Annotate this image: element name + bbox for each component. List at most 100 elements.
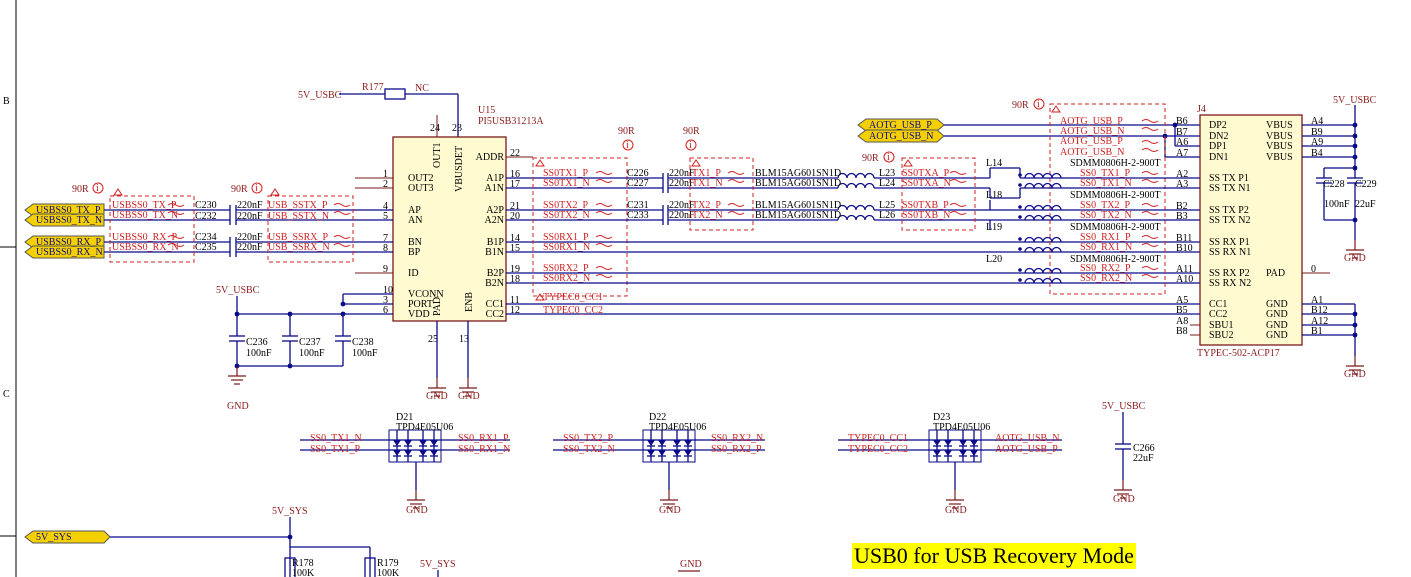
u15-pin-name: A1P — [486, 173, 504, 184]
j4-pin-name: GND — [1266, 299, 1288, 310]
choke-wires — [989, 167, 1200, 230]
d21-part: TPD4E05U06 — [396, 422, 453, 433]
u15-pin-num: 19 — [510, 264, 520, 275]
u15-pin-num: 21 — [510, 201, 520, 212]
d22-ref: D22 — [649, 412, 666, 423]
gnd-label: GND — [1344, 369, 1366, 380]
j4-pin-name: DN1 — [1209, 152, 1228, 163]
j4-pin-name: SS RX N1 — [1209, 247, 1251, 258]
svg-text:i: i — [887, 152, 890, 163]
net-ss0-tx1-p: SS0_TX1_P — [1080, 168, 1130, 179]
choke-l20-ref: L20 — [986, 254, 1002, 265]
u15-pin-num: 9 — [383, 264, 388, 275]
u15-pin-name: CC1 — [486, 299, 504, 310]
net-ss0-rx2-n: SS0_RX2_N — [1080, 273, 1132, 284]
c237-ref: C237 — [299, 337, 321, 348]
d23-net-l1: TYPEC0_CC1 — [848, 433, 908, 444]
net-ss0txb-p: SS0TXB_P — [902, 200, 949, 211]
j4-pin-name: SBU1 — [1209, 320, 1233, 331]
svg-text:i: i — [255, 183, 258, 194]
u15-pin-num: 14 — [510, 233, 520, 244]
d22-part: TPD4E05U06 — [649, 422, 706, 433]
usb2-net-flags — [857, 118, 945, 143]
net-ss0rx1-n: SS0RX1_N — [543, 242, 590, 253]
impedance-90r: 90R — [72, 184, 89, 195]
u15-ref: U15 — [478, 105, 495, 116]
cap-c235-ref: C235 — [195, 242, 217, 253]
net-usbss0-rx-n: USBSS0_RX_N — [112, 242, 179, 253]
diff-pair-box — [901, 157, 976, 231]
u15-part: PI5USB31213A — [478, 116, 544, 127]
left-diff-wires — [104, 205, 355, 257]
d23-net-l2: TYPEC0_CC2 — [848, 444, 908, 455]
u15-pin-name: AN — [408, 215, 422, 226]
ferrite-l24 — [837, 182, 875, 189]
j4-pin-num: A10 — [1176, 274, 1193, 285]
svg-text:i: i — [1037, 99, 1040, 110]
d22-net-l1: SS0_TX2_P — [563, 433, 613, 444]
j4-body — [1199, 114, 1303, 346]
u15-pin-name: B1N — [485, 247, 504, 258]
u15-left-wires — [237, 177, 393, 315]
u15-pin-name: VCONN — [408, 289, 444, 300]
gnd-label: GND — [659, 505, 681, 516]
d23-net-r2: AOTG_USB_P — [995, 444, 1058, 455]
d22-net-r2: SS0_RX2_P — [711, 444, 762, 455]
choke-l20-part: SDMM0806H-2-900T — [1070, 254, 1161, 265]
cap-c234-ref: C234 — [195, 232, 217, 243]
net-tx1-n: TX1_N — [692, 178, 723, 189]
j4-pin-num: A4 — [1311, 116, 1323, 127]
net-ss0-rx1-n: SS0_RX1_N — [1080, 242, 1132, 253]
ferrite-l23-part: BLM15AG601SN1D — [755, 168, 841, 179]
c238-value: 100nF — [352, 348, 378, 359]
j4-pin-name: SS TX P2 — [1209, 205, 1249, 216]
tvs-d23 — [838, 429, 1062, 509]
j4-pin-name: DN2 — [1209, 131, 1228, 142]
impedance-90r: 90R — [683, 126, 700, 137]
d21-net-l2: SS0_TX1_P — [310, 444, 360, 455]
j4-right-wires — [1190, 105, 1358, 356]
net-aotg-usb-p: AOTG_USB_P — [1060, 116, 1123, 127]
j4-ref: J4 — [1197, 104, 1206, 115]
net-aotg-usb-p: AOTG_USB_P — [1060, 136, 1123, 147]
u15-pin-num: 22 — [510, 148, 520, 159]
choke-l18-ref: L18 — [986, 190, 1002, 201]
net-usbss0-tx-n: USBSS0_TX_N — [112, 210, 178, 221]
u15-pin-name: OUT2 — [408, 173, 434, 184]
flag-usbss0-tx-n: USBSS0_TX_N — [36, 215, 102, 226]
cap-c226-value: 220nF — [669, 168, 695, 179]
u15-pin-name: A2P — [486, 205, 504, 216]
ferrite-l26 — [837, 214, 875, 221]
j4-pin-name: VBUS — [1266, 131, 1293, 142]
u15-pin-num: 1 — [383, 169, 388, 180]
c238-ref: C238 — [352, 337, 374, 348]
net-ss0-tx2-n: SS0_TX2_N — [1080, 210, 1132, 221]
impedance-90r: 90R — [862, 153, 879, 164]
j4-part: TYPEC-502-ACP17 — [1197, 348, 1280, 359]
usb2-wires — [944, 122, 1200, 158]
ferrite-l26-part: BLM15AG601SN1D — [755, 210, 841, 221]
ferrite-l23-ref: L23 — [879, 168, 895, 179]
j4-pin-num: A12 — [1311, 316, 1328, 327]
u15-pin-num: 20 — [510, 211, 520, 222]
d23-net-r1: AOTG_USB_N — [995, 433, 1059, 444]
j4-pin-name: VBUS — [1266, 152, 1293, 163]
choke-l19-ref: L19 — [986, 222, 1002, 233]
net-tx2-n: TX2_N — [692, 210, 723, 221]
cap-c233-value: 220nF — [669, 210, 695, 221]
u15-pin-num: 7 — [383, 233, 388, 244]
net-nc: NC — [415, 83, 429, 94]
net-5v-usbc-c266: 5V_USBC — [1102, 401, 1146, 412]
j4-pin-name: GND — [1266, 320, 1288, 331]
u15-body — [392, 136, 507, 322]
r178-value: 100K — [292, 568, 315, 577]
u15-pin-name: BN — [408, 237, 422, 248]
gnd-symbol — [227, 365, 247, 385]
ferrite-l25-part: BLM15AG601SN1D — [755, 200, 841, 211]
net-aotg-usb-n: AOTG_USB_N — [1060, 147, 1124, 158]
net-ss0tx2-p: SS0TX2_P — [543, 200, 588, 211]
cap-c231-value: 220nF — [669, 200, 695, 211]
flag-usbss0-rx-n: USBSS0_RX_N — [36, 247, 103, 258]
j4-pin-num: A9 — [1311, 137, 1323, 148]
